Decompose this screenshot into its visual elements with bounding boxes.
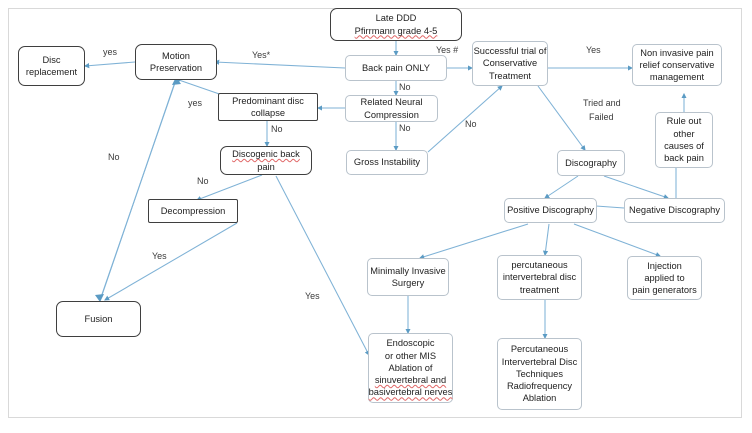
edge-label-yes-decompression-fusion: Yes [152, 251, 167, 261]
negative-discography-label: Negative Discography [629, 205, 720, 216]
edge-label-yes-star: Yes* [252, 50, 271, 60]
edge-label-yes-disc-replacement: yes [103, 47, 118, 57]
injection-line-0: Injection [647, 260, 682, 271]
node-negative-discography[interactable]: Negative Discography [624, 198, 725, 223]
edge-label-no-predominant: No [271, 124, 283, 134]
motion-preservation-line-0: Motion [162, 50, 190, 61]
related-neural-line-0: Related Neural [360, 97, 423, 108]
predominant-disc-collapse-line-0: Predominant disc [232, 95, 304, 106]
disc-replacement-line-0: Disc [42, 54, 61, 65]
node-disc-replacement[interactable]: Disc replacement [18, 46, 85, 86]
node-predominant-disc-collapse[interactable]: Predominant disc collapse [218, 93, 318, 121]
perc-tech-line-0: Percutaneous [510, 344, 569, 355]
edge-label-no-back-pain: No [399, 82, 411, 92]
rule-out-line-0: Rule out [666, 116, 702, 127]
node-successful-trial[interactable]: Successful trial of Conservative Treatme… [472, 41, 548, 86]
node-motion-preservation[interactable]: Motion Preservation [135, 44, 217, 80]
gross-instability-label: Gross Instability [353, 157, 421, 168]
node-percutaneous-ivd-treatment[interactable]: percutaneous intervertebral disc treatme… [497, 255, 582, 300]
node-back-pain-only[interactable]: Back pain ONLY [345, 55, 447, 81]
discogenic-line-1: pain [257, 161, 275, 172]
edge-label-no-gross-instability: No [465, 119, 477, 129]
node-endoscopic-mis[interactable]: Endoscopic or other MIS Ablation of sinu… [368, 333, 453, 403]
perc-ivd-treatment-line-0: percutaneous [511, 260, 568, 271]
edge-label-tried-and-failed-line-1: Failed [589, 112, 614, 122]
rule-out-line-2: causes of [664, 141, 704, 151]
positive-discography-label: Positive Discography [507, 205, 594, 216]
related-neural-line-1: Compression [364, 109, 419, 120]
perc-tech-line-4: Ablation [522, 393, 557, 404]
perc-ivd-treatment-line-2: treatment [519, 284, 560, 295]
discography-label: Discography [565, 157, 617, 168]
non-invasive-line-1: relief conservative [639, 59, 715, 70]
non-invasive-line-0: Non invasive pain [640, 47, 714, 58]
node-late-ddd[interactable]: Late DDD Pfirrmann grade 4-5 [330, 8, 462, 41]
injection-line-1: applied to [644, 272, 685, 283]
injection-line-2: pain generators [632, 285, 697, 296]
rule-out-line-3: back pain [664, 153, 704, 164]
endoscopic-line-4: basivertebral nerves [368, 387, 453, 398]
node-minimally-invasive-surgery[interactable]: Minimally Invasive Surgery [367, 258, 449, 296]
back-pain-only-label: Back pain ONLY [361, 62, 431, 73]
edge-label-yes-discogenic-endoscopic: Yes [305, 291, 320, 301]
edge-label-yes-predominant-motion: yes [188, 98, 203, 108]
endoscopic-line-2: Ablation of [388, 362, 433, 373]
perc-tech-line-2: Techniques [515, 368, 564, 379]
endoscopic-line-0: Endoscopic [386, 338, 435, 349]
perc-ivd-treatment-line-1: intervertebral disc [502, 272, 577, 283]
node-non-invasive-pain-relief[interactable]: Non invasive pain relief conservative ma… [632, 44, 722, 86]
edge-label-tried-and-failed-line-0: Tried and [583, 98, 621, 108]
node-discogenic-back-pain[interactable]: Discogenic back pain [220, 146, 312, 175]
successful-trial-line-1: Conservative [482, 58, 538, 69]
rule-out-line-1: other [673, 128, 695, 139]
edge-label-no-discogenic-decompression: No [197, 176, 209, 186]
perc-tech-line-3: Radiofrequency [506, 381, 573, 392]
edge-label-yes-non-invasive: Yes [586, 45, 601, 55]
node-gross-instability[interactable]: Gross Instability [346, 150, 428, 175]
successful-trial-line-2: Treatment [488, 70, 532, 81]
late-ddd-line-1: Pfirrmann grade 4-5 [354, 25, 438, 36]
edge-label-no-fusion-motion: No [108, 152, 120, 162]
node-discography[interactable]: Discography [557, 150, 625, 176]
motion-preservation-line-1: Preservation [149, 63, 203, 73]
edge-label-yes-hash: Yes # [436, 45, 459, 55]
node-rule-out-other-causes[interactable]: Rule out other causes of back pain [655, 112, 713, 168]
late-ddd-line-0: Late DDD [375, 13, 417, 24]
endoscopic-line-3: sinuvertebral and [374, 375, 447, 386]
disc-replacement-line-1: replacement [25, 67, 78, 77]
node-percutaneous-ivd-techniques[interactable]: Percutaneous Intervertebral Disc Techniq… [497, 338, 582, 410]
perc-tech-line-1: Intervertebral Disc [501, 356, 578, 367]
minimally-invasive-line-0: Minimally Invasive [370, 265, 446, 276]
endoscopic-line-1: or other MIS [384, 350, 437, 361]
successful-trial-line-0: Successful trial of [473, 46, 547, 57]
decompression-label: Decompression [160, 205, 226, 216]
fusion-label: Fusion [84, 313, 113, 324]
node-decompression[interactable]: Decompression [148, 199, 238, 223]
predominant-disc-collapse-line-1: collapse [250, 108, 286, 118]
node-positive-discography[interactable]: Positive Discography [504, 198, 597, 223]
node-injection-pain-generators[interactable]: Injection applied to pain generators [627, 256, 702, 300]
minimally-invasive-line-1: Surgery [391, 278, 425, 288]
node-fusion[interactable]: Fusion [56, 301, 141, 337]
node-related-neural-compression[interactable]: Related Neural Compression [345, 95, 438, 122]
discogenic-line-0: Discogenic back [232, 149, 300, 160]
edge-label-no-related-neural: No [399, 123, 411, 133]
non-invasive-line-2: management [649, 72, 705, 83]
